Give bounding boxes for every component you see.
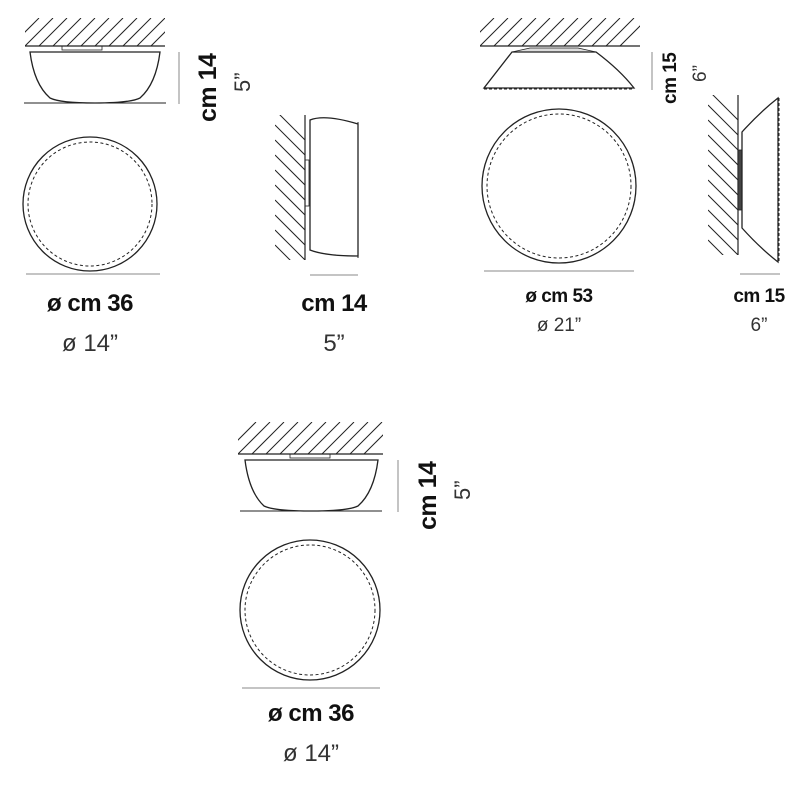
lamp-side-profile bbox=[741, 96, 779, 264]
height-imperial-label: 5” bbox=[230, 72, 255, 92]
wall-hatch bbox=[275, 115, 305, 260]
diameter-metric-label: ø cm 36 bbox=[268, 700, 354, 727]
lamp-side-profile bbox=[29, 51, 161, 104]
ceiling-lamp-53-drawing bbox=[480, 18, 653, 272]
depth-imperial-label: 6” bbox=[750, 315, 768, 336]
lamp-front-view bbox=[22, 136, 158, 272]
diameter-imperial-label: ø 14” bbox=[282, 740, 339, 767]
lamp-side-profile bbox=[244, 459, 379, 512]
height-metric-label: cm 14 bbox=[194, 53, 222, 122]
lamp-side-profile bbox=[309, 117, 359, 257]
height-imperial-label: 6” bbox=[690, 65, 711, 82]
wall-lamp-14-drawing bbox=[275, 115, 359, 276]
ceiling-hatch bbox=[480, 18, 640, 46]
diameter-metric-label: ø cm 36 bbox=[47, 290, 133, 317]
height-metric-label: cm 15 bbox=[660, 52, 681, 104]
depth-imperial-label: 5” bbox=[323, 330, 345, 357]
diameter-imperial-label: ø 21” bbox=[536, 315, 582, 336]
ceiling-hatch bbox=[238, 422, 383, 454]
depth-metric-label: cm 15 bbox=[733, 286, 785, 307]
wall-hatch bbox=[708, 95, 738, 255]
lamp-front-view bbox=[481, 108, 637, 264]
diameter-imperial-label: ø 14” bbox=[61, 330, 118, 357]
ceiling-lamp-36-drawing-2 bbox=[238, 422, 399, 689]
depth-metric-label: cm 14 bbox=[301, 290, 367, 317]
lamp-front-view bbox=[239, 539, 381, 681]
height-imperial-label: 5” bbox=[450, 480, 475, 500]
ceiling-lamp-36-drawing bbox=[22, 18, 180, 275]
height-metric-label: cm 14 bbox=[414, 461, 442, 530]
lamp-side-profile bbox=[482, 51, 636, 89]
ceiling-hatch bbox=[25, 18, 165, 46]
diameter-metric-label: ø cm 53 bbox=[525, 286, 593, 307]
wall-lamp-15-drawing bbox=[708, 95, 780, 275]
